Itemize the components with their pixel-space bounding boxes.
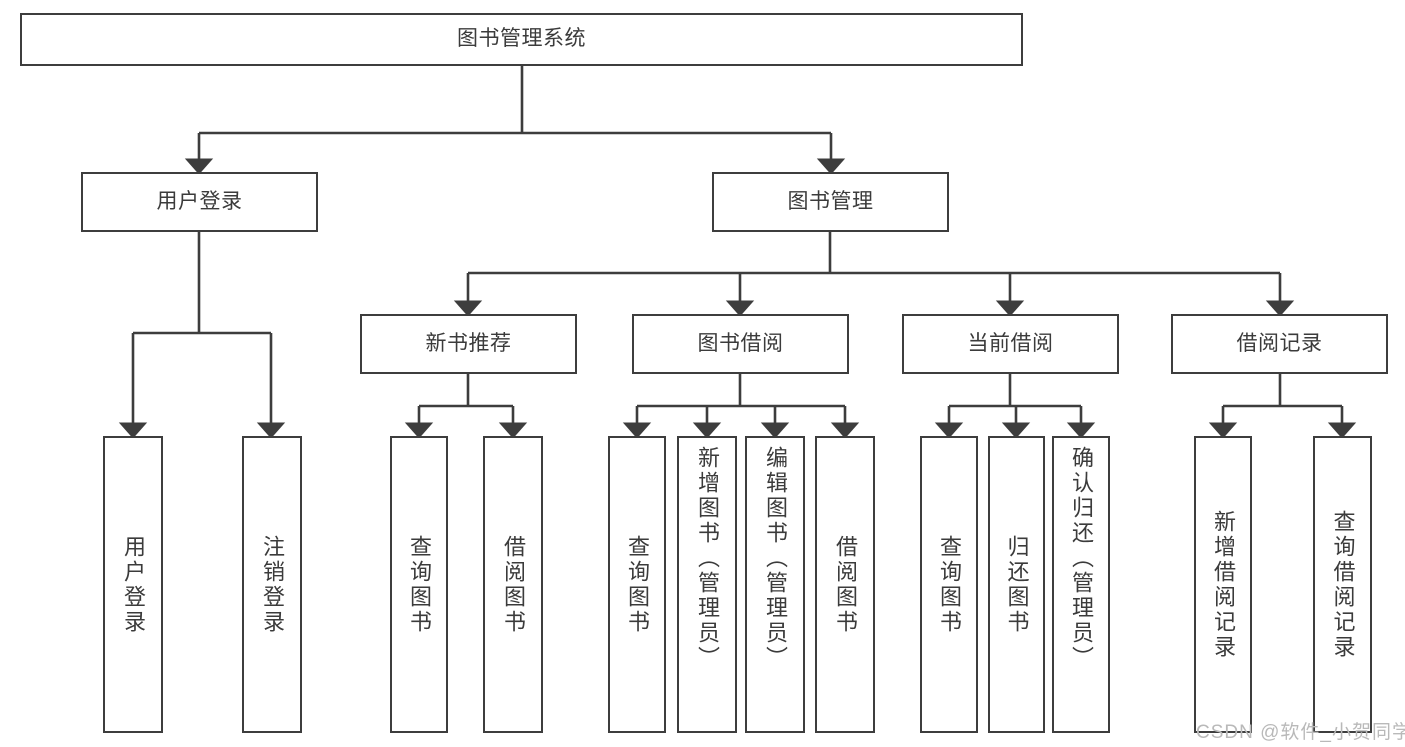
node-leaf-borrow-book-1-label: 借阅图书: [501, 534, 526, 635]
node-leaf-return-book-label: 归还图书: [1004, 534, 1030, 635]
node-leaf-query-book-3-label: 查询图书: [937, 534, 962, 635]
node-current-borrow-label: 当前借阅: [967, 331, 1054, 355]
node-leaf-add-record-label: 新增借阅记录: [1211, 509, 1236, 660]
node-leaf-confirm-return-label: 确认归还（管理员）: [1069, 446, 1094, 671]
node-leaf-query-record[interactable]: 查询借阅记录: [1313, 436, 1372, 733]
node-leaf-borrow-book-2-label: 借阅图书: [833, 534, 858, 635]
node-leaf-edit-book-label: 编辑图书（管理员）: [763, 446, 788, 671]
node-leaf-add-record[interactable]: 新增借阅记录: [1194, 436, 1252, 733]
node-book-manage[interactable]: 图书管理: [712, 172, 949, 232]
node-new-book-recommend[interactable]: 新书推荐: [360, 314, 577, 374]
node-leaf-borrow-book-2[interactable]: 借阅图书: [815, 436, 875, 733]
node-root[interactable]: 图书管理系统: [20, 13, 1023, 66]
node-leaf-confirm-return[interactable]: 确认归还（管理员）: [1052, 436, 1110, 733]
node-leaf-add-book[interactable]: 新增图书（管理员）: [677, 436, 737, 733]
node-leaf-borrow-book-1[interactable]: 借阅图书: [483, 436, 543, 733]
node-leaf-edit-book[interactable]: 编辑图书（管理员）: [745, 436, 805, 733]
node-leaf-user-login-label: 用户登录: [121, 534, 146, 635]
node-new-book-recommend-label: 新书推荐: [425, 331, 512, 355]
node-user-login-label: 用户登录: [156, 189, 243, 213]
node-leaf-query-record-label: 查询借阅记录: [1330, 509, 1356, 660]
node-borrow-record[interactable]: 借阅记录: [1171, 314, 1388, 374]
node-leaf-logout[interactable]: 注销登录: [242, 436, 302, 733]
csdn-watermark: CSDN @软件_小贺同学: [1196, 722, 1405, 743]
node-leaf-query-book-2-label: 查询图书: [625, 534, 650, 635]
node-leaf-add-book-label: 新增图书（管理员）: [695, 446, 720, 671]
node-user-login[interactable]: 用户登录: [81, 172, 318, 232]
node-leaf-logout-label: 注销登录: [260, 534, 285, 635]
node-borrow-record-label: 借阅记录: [1236, 331, 1323, 355]
node-book-borrow-label: 图书借阅: [697, 331, 784, 355]
node-leaf-user-login[interactable]: 用户登录: [103, 436, 163, 733]
node-book-borrow[interactable]: 图书借阅: [632, 314, 849, 374]
node-book-manage-label: 图书管理: [787, 189, 874, 213]
node-leaf-query-book-3[interactable]: 查询图书: [920, 436, 978, 733]
node-leaf-return-book[interactable]: 归还图书: [988, 436, 1045, 733]
node-current-borrow[interactable]: 当前借阅: [902, 314, 1119, 374]
node-root-label: 图书管理系统: [457, 27, 586, 51]
node-leaf-query-book-1-label: 查询图书: [407, 534, 432, 635]
node-leaf-query-book-2[interactable]: 查询图书: [608, 436, 666, 733]
node-leaf-query-book-1[interactable]: 查询图书: [390, 436, 448, 733]
